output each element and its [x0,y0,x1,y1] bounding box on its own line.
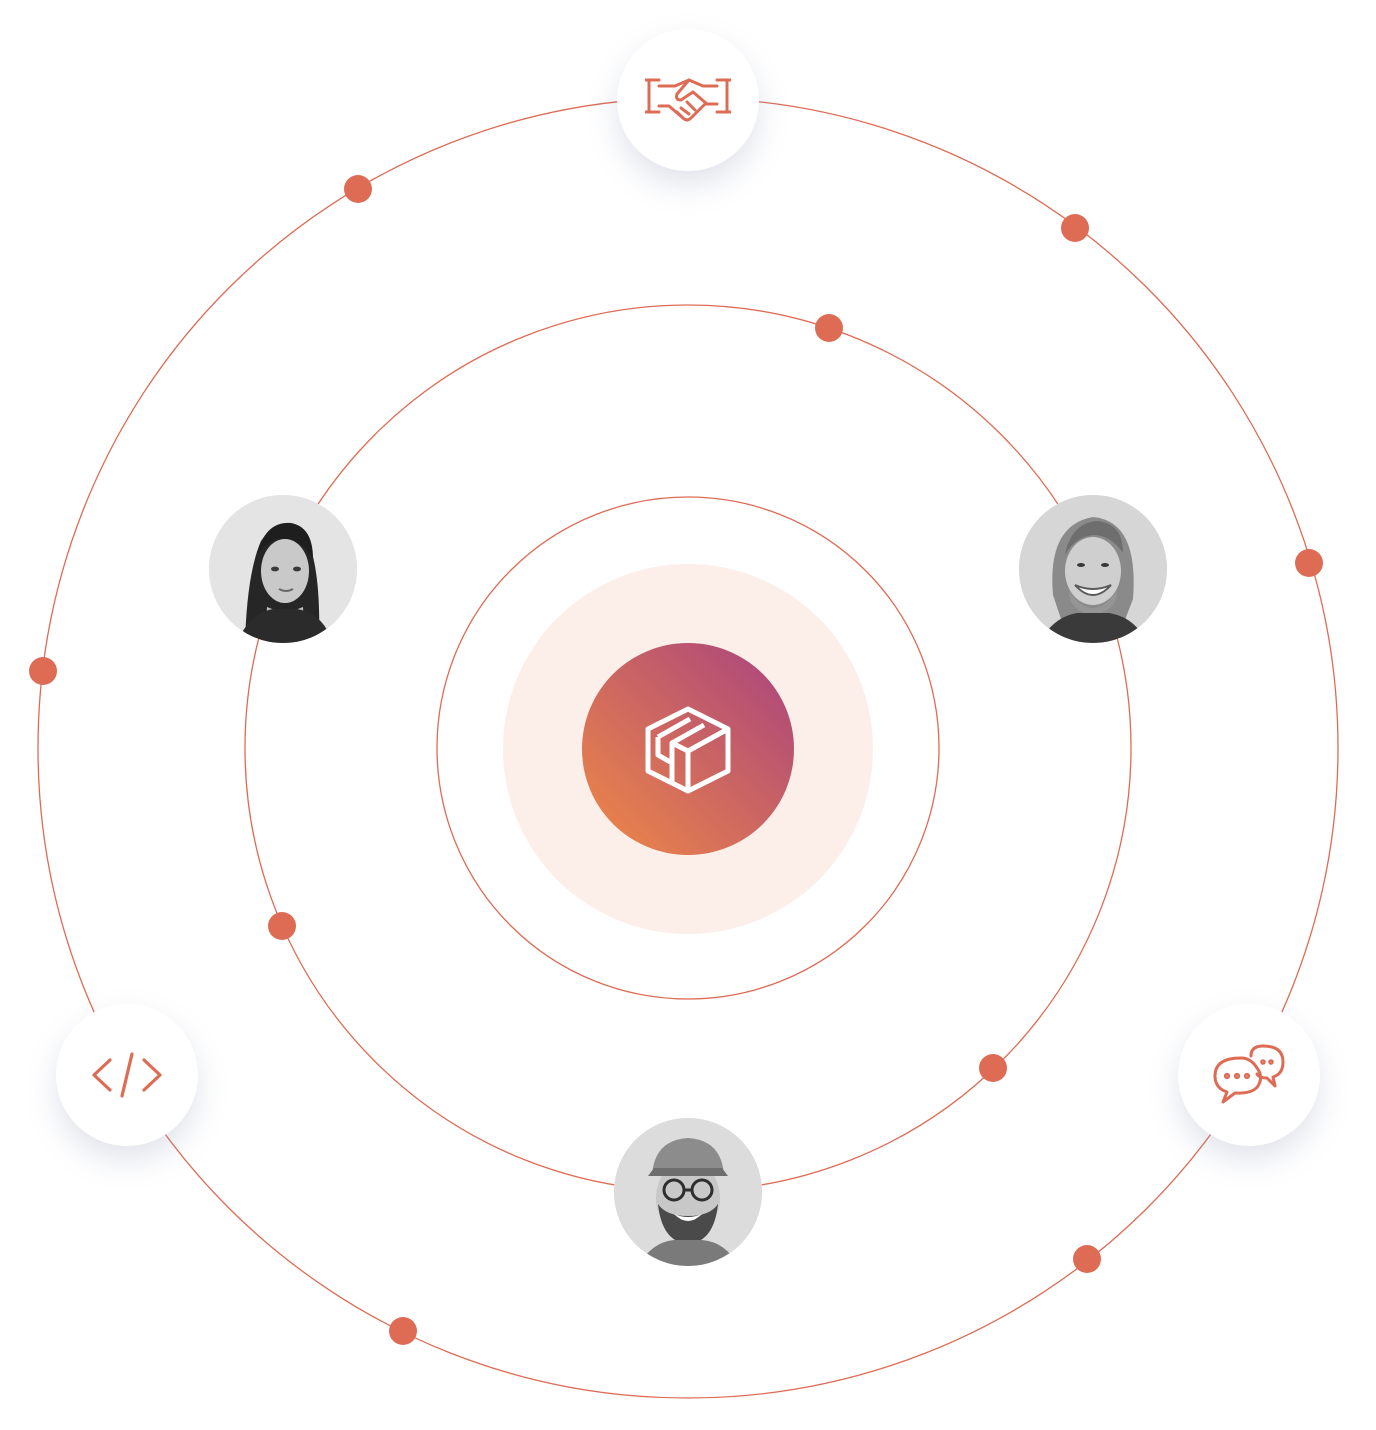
chat-bubbles-icon [1213,1044,1285,1104]
avatar-woman-photo [209,495,357,643]
layered-cube-logo-icon [645,706,731,794]
orbit-dot [1295,549,1323,577]
orbit-dot [389,1317,417,1345]
avatar-man-long-hair [1019,495,1167,643]
orbit-dot [1061,214,1089,242]
orbit-dot [815,314,843,342]
inner-orbit-ring [436,496,940,1000]
center-logo [582,643,794,855]
avatar-man-cap-glasses [614,1118,762,1266]
orbit-dot [1073,1245,1101,1273]
orbit-dot [979,1054,1007,1082]
handshake-node [617,29,759,171]
avatar-woman [209,495,357,643]
code-node [56,1004,198,1146]
avatar-man-long-hair-photo [1019,495,1167,643]
orbit-dot [344,175,372,203]
handshake-icon [645,78,731,122]
avatar-man-cap-glasses-photo [614,1118,762,1266]
orbit-dot [29,657,57,685]
orbit-dot [268,912,296,940]
chat-node [1178,1004,1320,1146]
code-brackets-icon [92,1052,162,1098]
